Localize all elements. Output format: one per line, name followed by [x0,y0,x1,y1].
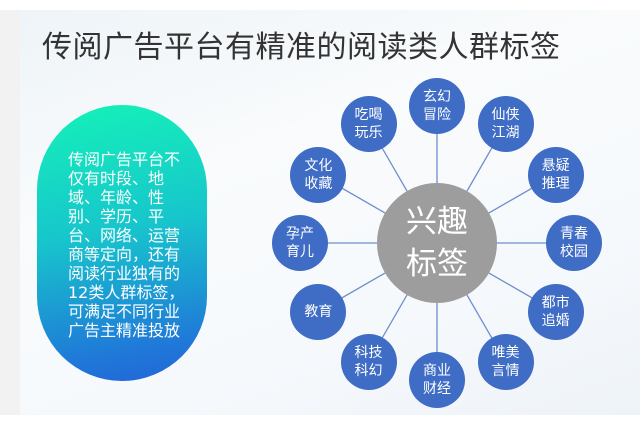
tag-node: 青春校园 [546,215,602,271]
tag-node: 仙侠江湖 [477,96,534,153]
tag-node: 商业财经 [409,352,465,408]
tag-node: 唯美言情 [477,333,534,390]
tag-node: 孕产育儿 [272,215,328,271]
tag-label: 唯美言情 [491,344,520,379]
tag-label: 科技科幻 [354,344,383,379]
tag-label: 孕产育儿 [286,226,314,260]
tag-label: 悬疑推理 [541,157,570,192]
tag-node: 玄幻冒险 [409,78,465,134]
tag-label: 文化收藏 [304,157,333,192]
description-pill [37,105,207,381]
tag-node: 科技科幻 [340,333,397,390]
page-title: 传阅广告平台有精准的阅读类人群标签 [42,30,561,65]
tag-label: 吃喝玩乐 [354,107,383,142]
tag-label: 商业财经 [423,363,451,397]
side-strip [0,10,20,415]
tag-node: 文化收藏 [290,146,347,203]
tag-node: 教育 [290,283,347,340]
tag-label: 青春校园 [560,226,588,260]
tag-label: 仙侠江湖 [491,107,520,142]
tag-node: 吃喝玩乐 [340,96,397,153]
tag-label: 玄幻冒险 [423,89,451,123]
tag-node: 都市追婚 [527,283,584,340]
description-text: 传阅广告平台不仅有时段、地域、年龄、性别、学历、平台、网络、运营商等定向，还有阅… [68,150,185,340]
hub-label: 兴趣标签 [406,204,468,282]
tag-label: 教育 [304,303,333,320]
hub-circle: 兴趣标签 [377,183,497,303]
tag-node: 悬疑推理 [527,146,584,203]
tag-label: 都市追婚 [541,294,570,329]
